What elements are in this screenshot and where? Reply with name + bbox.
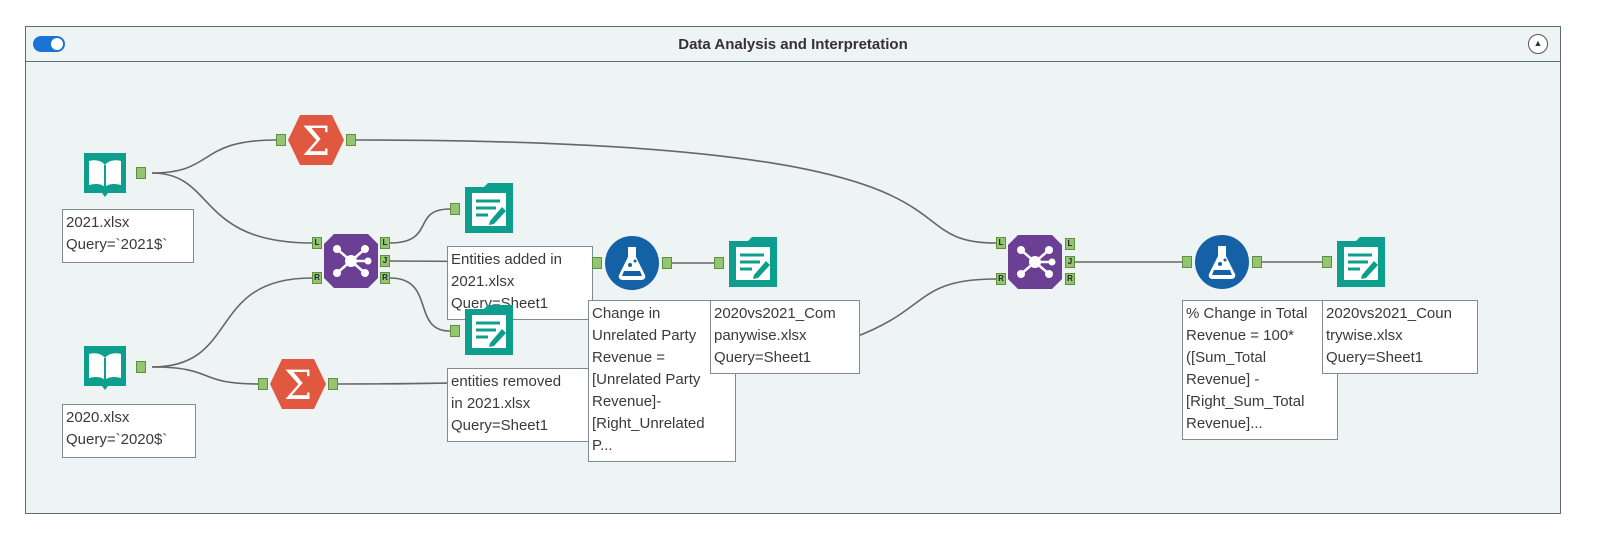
connector xyxy=(389,277,451,332)
book-icon xyxy=(84,153,126,197)
input-anchor[interactable] xyxy=(714,257,724,269)
annotation-output-countrywise: 2020vs2021_Coun trywise.xlsx Query=Sheet… xyxy=(1322,300,1478,374)
annotation-output-companywise: 2020vs2021_Com panywise.xlsx Query=Sheet… xyxy=(710,300,860,374)
tool-container: Data Analysis and Interpretation ▲ 2021.… xyxy=(25,26,1561,514)
output-anchor[interactable] xyxy=(136,167,146,179)
summarize-tool-2[interactable]: Σ xyxy=(270,357,326,411)
output-tool-companywise[interactable] xyxy=(726,235,780,289)
book-icon xyxy=(84,346,126,390)
flask-icon xyxy=(1195,235,1249,289)
formula-tool-1[interactable] xyxy=(604,235,660,291)
input-anchor[interactable] xyxy=(1182,256,1192,268)
container-title: Data Analysis and Interpretation xyxy=(678,36,908,53)
join-left-input-anchor[interactable]: L xyxy=(312,237,322,249)
input-anchor[interactable] xyxy=(1322,256,1332,268)
connector xyxy=(151,277,313,368)
annotation-input-2021: 2021.xlsx Query=`2021$` xyxy=(62,209,194,263)
output-tool-added[interactable] xyxy=(462,181,516,235)
output-anchor[interactable] xyxy=(1252,256,1262,268)
toggle-knob xyxy=(51,38,63,50)
join-tool-2[interactable] xyxy=(1008,235,1062,289)
connector xyxy=(151,172,313,244)
input-tool-2021[interactable] xyxy=(78,147,132,201)
join-output-anchor[interactable]: J xyxy=(1065,256,1075,268)
connector xyxy=(151,366,259,385)
document-icon xyxy=(465,305,513,355)
input-tool-2020[interactable] xyxy=(78,340,132,394)
sigma-icon: Σ xyxy=(270,359,326,409)
annotation-input-2020: 2020.xlsx Query=`2020$` xyxy=(62,404,196,458)
join-right-input-anchor[interactable]: R xyxy=(996,273,1006,285)
join-right-output-anchor[interactable]: R xyxy=(380,272,390,284)
output-anchor[interactable] xyxy=(346,134,356,146)
collapse-button[interactable]: ▲ xyxy=(1528,34,1548,54)
join-tool-1[interactable] xyxy=(324,234,378,288)
connector xyxy=(151,139,277,174)
output-anchor[interactable] xyxy=(662,257,672,269)
output-tool-removed[interactable] xyxy=(462,303,516,357)
input-anchor[interactable] xyxy=(450,325,460,337)
annotation-output-added: Entities added in 2021.xlsx Query=Sheet1 xyxy=(447,246,593,320)
connector xyxy=(389,208,451,244)
summarize-tool-1[interactable]: Σ xyxy=(288,113,344,167)
annotation-formula-2: % Change in Total Revenue = 100* ([Sum_T… xyxy=(1182,300,1338,440)
join-right-input-anchor[interactable]: R xyxy=(312,272,322,284)
input-anchor[interactable] xyxy=(276,134,286,146)
document-icon xyxy=(465,183,513,233)
connector xyxy=(355,139,997,244)
input-anchor[interactable] xyxy=(592,257,602,269)
document-icon xyxy=(729,237,777,287)
join-icon xyxy=(1008,235,1062,289)
join-left-input-anchor[interactable]: L xyxy=(996,237,1006,249)
flask-icon xyxy=(605,236,659,290)
svg-text:Σ: Σ xyxy=(302,119,330,165)
join-output-anchor[interactable]: J xyxy=(380,255,390,267)
sigma-icon: Σ xyxy=(288,115,344,165)
document-icon xyxy=(1337,237,1385,287)
input-anchor[interactable] xyxy=(258,378,268,390)
svg-text:Σ: Σ xyxy=(284,363,312,409)
output-anchor[interactable] xyxy=(136,361,146,373)
output-anchor[interactable] xyxy=(328,378,338,390)
workflow-canvas xyxy=(151,139,1322,385)
output-tool-countrywise[interactable] xyxy=(1334,235,1388,289)
input-anchor[interactable] xyxy=(450,203,460,215)
join-left-output-anchor[interactable]: L xyxy=(1065,238,1075,250)
join-icon xyxy=(324,234,378,288)
formula-tool-2[interactable] xyxy=(1194,234,1250,290)
container-header: Data Analysis and Interpretation ▲ xyxy=(26,27,1560,62)
join-left-output-anchor[interactable]: L xyxy=(380,237,390,249)
container-enable-toggle[interactable] xyxy=(33,36,65,52)
join-right-output-anchor[interactable]: R xyxy=(1065,273,1075,285)
annotation-output-removed: entities removed in 2021.xlsx Query=Shee… xyxy=(447,368,593,442)
